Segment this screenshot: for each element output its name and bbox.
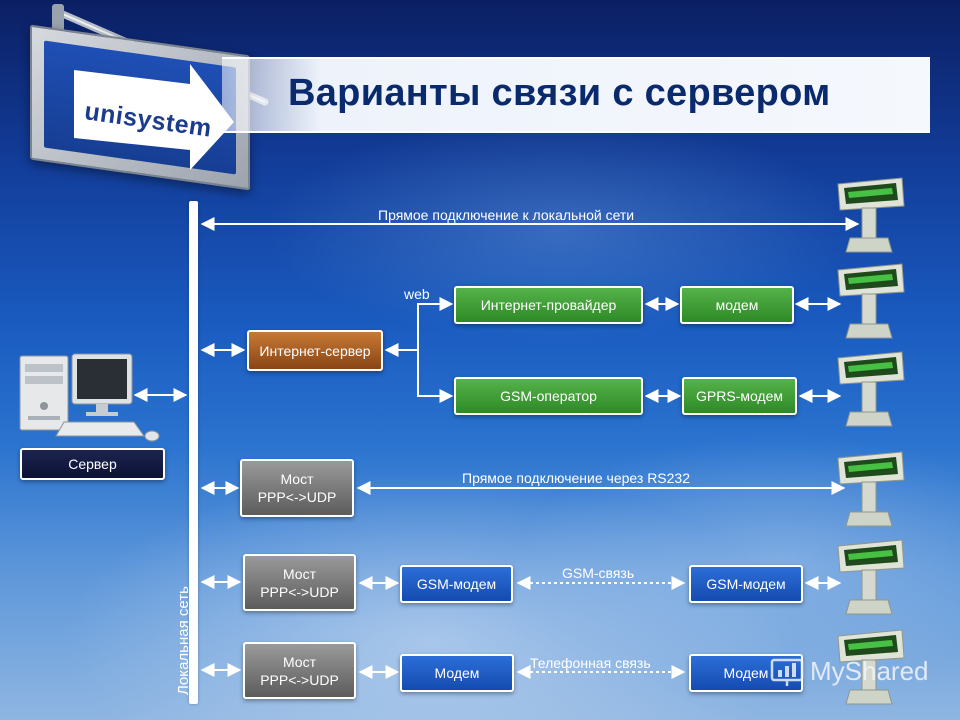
server-computer-icon — [19, 353, 160, 442]
fork-web — [417, 297, 454, 350]
modem-label: модем — [715, 297, 759, 313]
web-label: web — [404, 286, 430, 302]
customer-display-icon — [837, 629, 905, 705]
title-banner — [222, 57, 930, 133]
bridge-box-phone: Мост PPP<->UDP — [243, 642, 356, 699]
keyboard-icon — [55, 421, 145, 437]
rs232-link-label: Прямое подключение через RS232 — [462, 470, 690, 486]
internet-provider-label: Интернет-провайдер — [480, 297, 617, 313]
bridge-line1: Мост — [280, 471, 314, 487]
modem-box: модем — [680, 286, 794, 324]
modem-left-label: Модем — [434, 665, 480, 681]
gsm-modem-right-label: GSM-модем — [706, 576, 786, 592]
internet-server-label: Интернет-сервер — [259, 342, 371, 359]
local-network-bus — [189, 201, 198, 704]
fork-gsm — [417, 350, 454, 403]
monitor-icon — [71, 353, 133, 416]
modem-left-box: Модем — [400, 654, 514, 692]
arrow-icon — [74, 64, 234, 170]
watermark-text: MyShared — [810, 656, 929, 686]
modem-right-box: Модем — [689, 654, 803, 692]
watermark: MyShared — [770, 656, 929, 687]
pc-tower-icon — [19, 355, 69, 431]
bridge-line1: Мост — [282, 653, 317, 670]
customer-display-icon — [837, 539, 905, 615]
gsm-link-label: GSM-связь — [562, 565, 635, 581]
page-title: Варианты связи с сервером — [288, 72, 831, 114]
local-network-label: Локальная сеть — [175, 586, 192, 695]
internet-server-box: Интернет-сервер — [247, 330, 383, 371]
bridge-line2: PPP<->UDP — [260, 671, 339, 688]
bridge-line2: PPP<->UDP — [257, 489, 337, 505]
bridge-box-rs232: Мост PPP<->UDP — [240, 459, 354, 517]
gsm-operator-label: GSM-оператор — [500, 388, 597, 404]
phone-link-label: Телефонная связь — [530, 655, 651, 671]
direct-lan-label: Прямое подключение к локальной сети — [378, 207, 635, 223]
customer-display-icon — [837, 177, 905, 253]
customer-display-icon — [837, 451, 905, 527]
gsm-modem-left-label: GSM-модем — [416, 576, 497, 592]
gprs-modem-label: GPRS-модем — [695, 388, 784, 404]
bridge-box-gsm: Мост PPP<->UDP — [243, 554, 356, 611]
mouse-icon — [144, 430, 160, 442]
bridge-line2: PPP<->UDP — [260, 583, 339, 600]
server-label-box: Сервер — [20, 448, 165, 480]
bridge-line1: Мост — [282, 565, 317, 582]
gsm-modem-left-box: GSM-модем — [400, 565, 513, 603]
modem-right-label: Модем — [723, 665, 769, 681]
server-label: Сервер — [68, 456, 117, 472]
internet-provider-box: Интернет-провайдер — [454, 286, 643, 324]
presentation-icon — [770, 658, 804, 686]
gprs-modem-box: GPRS-модем — [682, 377, 797, 415]
customer-display-icon — [837, 263, 905, 339]
gsm-operator-box: GSM-оператор — [454, 377, 643, 415]
gsm-modem-right-box: GSM-модем — [689, 565, 803, 603]
customer-display-icon — [837, 351, 905, 427]
